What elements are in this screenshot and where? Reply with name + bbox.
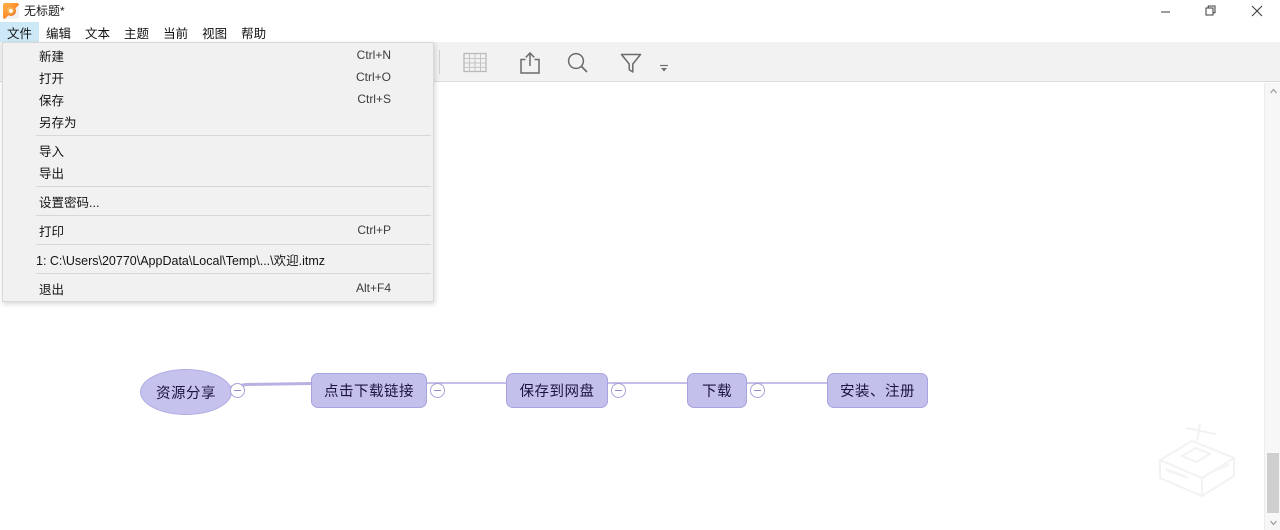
- menu-item-current[interactable]: 当前: [156, 22, 195, 42]
- table-grid-icon[interactable]: [455, 47, 495, 79]
- menu-item-view[interactable]: 视图: [195, 22, 234, 42]
- menu-separator-3: [36, 215, 431, 216]
- search-icon[interactable]: [558, 47, 598, 79]
- menu-item-edit-label: 编辑: [46, 26, 72, 41]
- menu-item-text[interactable]: 文本: [78, 22, 117, 42]
- mindmap-node-2-label: 保存到网盘: [519, 384, 595, 400]
- menu-option-export[interactable]: 导出: [3, 161, 433, 183]
- toolbar-separator: [439, 50, 440, 74]
- collapse-handle-2[interactable]: [611, 383, 626, 398]
- mindmap-node-download[interactable]: 下载: [687, 373, 747, 408]
- 3d-box-watermark: [1142, 408, 1252, 508]
- window-controls: [1142, 0, 1280, 22]
- vertical-scrollbar[interactable]: [1264, 83, 1280, 530]
- collapse-handle-1[interactable]: [430, 383, 445, 398]
- menu-item-help-label: 帮助: [241, 26, 267, 41]
- menu-bar: 文件 编辑 文本 主题 当前 视图 帮助: [0, 22, 1280, 42]
- menu-item-file-label: 文件: [7, 26, 33, 41]
- restore-icon[interactable]: [1188, 0, 1234, 22]
- chevron-up-icon[interactable]: [1265, 83, 1280, 99]
- mindmap-node-root-label: 资源分享: [156, 385, 216, 402]
- menu-option-print-accel: Ctrl+P: [357, 223, 391, 237]
- menu-separator-4: [36, 244, 431, 245]
- menu-option-set-password[interactable]: 设置密码...: [3, 190, 433, 212]
- menu-item-current-label: 当前: [163, 26, 189, 41]
- menu-option-open-accel: Ctrl+O: [355, 70, 391, 84]
- menu-option-print-label: 打印: [39, 224, 65, 239]
- mindmap: 资源分享 点击下载链接 保存到网盘 下载 安装、注册: [0, 83, 1264, 530]
- close-icon[interactable]: [1234, 0, 1280, 22]
- overflow-chevron-icon[interactable]: [656, 60, 672, 76]
- menu-option-save[interactable]: 保存 Ctrl+S: [3, 88, 433, 110]
- menu-item-view-label: 视图: [202, 26, 228, 41]
- menu-option-print[interactable]: 打印 Ctrl+P: [3, 219, 433, 241]
- share-export-icon[interactable]: [510, 47, 550, 79]
- mindmap-node-1-label: 点击下载链接: [324, 384, 414, 400]
- mindmap-node-install-register[interactable]: 安装、注册: [827, 373, 928, 408]
- menu-separator-2: [36, 186, 431, 187]
- mindmap-node-4-label: 安装、注册: [840, 384, 915, 400]
- menu-option-save-as[interactable]: 另存为: [3, 110, 433, 132]
- menu-item-edit[interactable]: 编辑: [39, 22, 78, 42]
- menu-option-recent-file-1-label: 1: C:\Users\20770\AppData\Local\Temp\...…: [36, 253, 326, 268]
- menu-option-save-label: 保存: [39, 93, 65, 108]
- menu-option-exit[interactable]: 退出 Alt+F4: [3, 277, 433, 299]
- mindmap-node-click-download-link[interactable]: 点击下载链接: [311, 373, 427, 408]
- menu-item-theme-label: 主题: [124, 26, 150, 41]
- menu-option-open[interactable]: 打开 Ctrl+O: [3, 66, 433, 88]
- mindmap-app-icon: [3, 3, 19, 19]
- menu-option-open-label: 打开: [39, 71, 65, 86]
- menu-separator-1: [36, 135, 431, 136]
- title-bar: 无标题*: [0, 0, 1280, 22]
- mindmap-node-save-to-netdisk[interactable]: 保存到网盘: [506, 373, 608, 408]
- collapse-handle-3[interactable]: [750, 383, 765, 398]
- menu-item-theme[interactable]: 主题: [117, 22, 156, 42]
- menu-option-save-accel: Ctrl+S: [357, 92, 391, 106]
- menu-option-new-label: 新建: [39, 49, 65, 64]
- menu-option-exit-accel: Alt+F4: [355, 281, 391, 295]
- file-menu-dropdown[interactable]: 新建 Ctrl+N 打开 Ctrl+O 保存 Ctrl+S 另存为 导入 导出 …: [2, 42, 434, 302]
- minimize-icon[interactable]: [1142, 0, 1188, 22]
- menu-option-new[interactable]: 新建 Ctrl+N: [3, 44, 433, 66]
- menu-option-exit-label: 退出: [39, 282, 65, 297]
- chevron-down-icon[interactable]: [1265, 514, 1280, 530]
- menu-item-help[interactable]: 帮助: [234, 22, 273, 42]
- menu-separator-5: [36, 273, 431, 274]
- scroll-thumb[interactable]: [1267, 453, 1279, 513]
- filter-funnel-icon[interactable]: [611, 47, 651, 79]
- menu-option-set-password-label: 设置密码...: [39, 195, 100, 210]
- menu-item-text-label: 文本: [85, 26, 111, 41]
- mindmap-node-root[interactable]: 资源分享: [140, 369, 232, 415]
- menu-option-import-label: 导入: [39, 144, 65, 159]
- menu-item-file[interactable]: 文件: [0, 22, 40, 42]
- menu-option-recent-file-1[interactable]: 1: C:\Users\20770\AppData\Local\Temp\...…: [3, 248, 433, 270]
- menu-option-save-as-label: 另存为: [39, 115, 77, 130]
- collapse-handle-root[interactable]: [230, 383, 245, 398]
- window-title: 无标题*: [24, 4, 65, 18]
- mindmap-node-3-label: 下载: [702, 384, 732, 400]
- menu-option-export-label: 导出: [39, 166, 65, 181]
- menu-option-import[interactable]: 导入: [3, 139, 433, 161]
- menu-option-new-accel: Ctrl+N: [356, 48, 391, 62]
